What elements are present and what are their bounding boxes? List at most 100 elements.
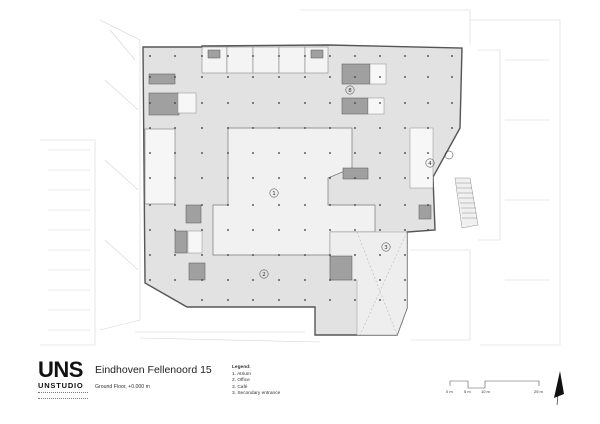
- column: [201, 177, 203, 179]
- column: [329, 76, 331, 78]
- column: [329, 177, 331, 179]
- entrance-marker-icon: [444, 150, 454, 160]
- column: [451, 55, 453, 57]
- plan-label-4: 4: [425, 158, 435, 168]
- column: [252, 177, 254, 179]
- column: [278, 299, 280, 301]
- column: [304, 177, 306, 179]
- north-arrow-icon: [554, 371, 564, 406]
- column: [278, 254, 280, 256]
- column: [149, 177, 151, 179]
- scale-bar: [449, 380, 540, 389]
- column: [354, 55, 356, 57]
- column: [379, 127, 381, 129]
- column: [354, 204, 356, 206]
- column: [329, 229, 331, 231]
- column: [404, 152, 406, 154]
- column: [427, 204, 429, 206]
- column: [227, 229, 229, 231]
- unstudio-logo: UNS UNSTUDIO: [38, 359, 94, 399]
- svg-text:3: 3: [384, 245, 388, 251]
- column: [354, 102, 356, 104]
- column: [149, 152, 151, 154]
- legend-item: 3. Secondary entrance: [232, 391, 281, 397]
- column: [329, 152, 331, 154]
- column: [451, 127, 453, 129]
- column: [227, 152, 229, 154]
- column: [201, 127, 203, 129]
- column: [149, 102, 151, 104]
- column: [304, 76, 306, 78]
- column: [252, 102, 254, 104]
- column: [252, 279, 254, 281]
- column: [304, 279, 306, 281]
- column: [404, 76, 406, 78]
- column: [278, 127, 280, 129]
- column: [278, 177, 280, 179]
- column: [149, 76, 151, 78]
- column: [379, 204, 381, 206]
- column: [227, 55, 229, 57]
- column: [252, 204, 254, 206]
- plan-label-2: 2: [259, 269, 269, 279]
- column: [252, 229, 254, 231]
- column: [427, 76, 429, 78]
- column: [252, 76, 254, 78]
- column: [201, 229, 203, 231]
- svg-text:2: 2: [262, 272, 266, 278]
- column: [278, 229, 280, 231]
- column: [174, 204, 176, 206]
- column: [149, 229, 151, 231]
- column: [174, 55, 176, 57]
- column: [404, 204, 406, 206]
- column: [201, 254, 203, 256]
- column: [149, 127, 151, 129]
- column: [329, 55, 331, 57]
- column: [427, 177, 429, 179]
- column: [379, 177, 381, 179]
- column: [404, 279, 406, 281]
- column: [427, 229, 429, 231]
- column: [174, 102, 176, 104]
- column: [252, 152, 254, 154]
- plan-label-1: 1: [269, 188, 279, 198]
- column: [451, 102, 453, 104]
- cores: [148, 49, 432, 281]
- column: [427, 152, 429, 154]
- column: [201, 76, 203, 78]
- column: [227, 102, 229, 104]
- column: [354, 127, 356, 129]
- column: [329, 299, 331, 301]
- column: [404, 229, 406, 231]
- column: [149, 55, 151, 57]
- floor-subtitle: Ground Floor, +0.000 m: [95, 384, 150, 390]
- column: [278, 279, 280, 281]
- column: [354, 177, 356, 179]
- column: [149, 279, 151, 281]
- column: [227, 177, 229, 179]
- column: [304, 229, 306, 231]
- column: [252, 127, 254, 129]
- column: [379, 229, 381, 231]
- column: [149, 204, 151, 206]
- column: [304, 127, 306, 129]
- column: [404, 102, 406, 104]
- site-context: [40, 9, 561, 346]
- column: [329, 127, 331, 129]
- column: [174, 279, 176, 281]
- column: [252, 254, 254, 256]
- column: [304, 299, 306, 301]
- column: [379, 299, 381, 301]
- column: [227, 76, 229, 78]
- column: [278, 55, 280, 57]
- plan-label-3: 3: [381, 242, 391, 252]
- column: [278, 204, 280, 206]
- column: [201, 152, 203, 154]
- column: [201, 279, 203, 281]
- column: [304, 254, 306, 256]
- column: [404, 55, 406, 57]
- column: [278, 76, 280, 78]
- column: [252, 55, 254, 57]
- column: [227, 204, 229, 206]
- legend-item: 2. Office: [232, 378, 250, 384]
